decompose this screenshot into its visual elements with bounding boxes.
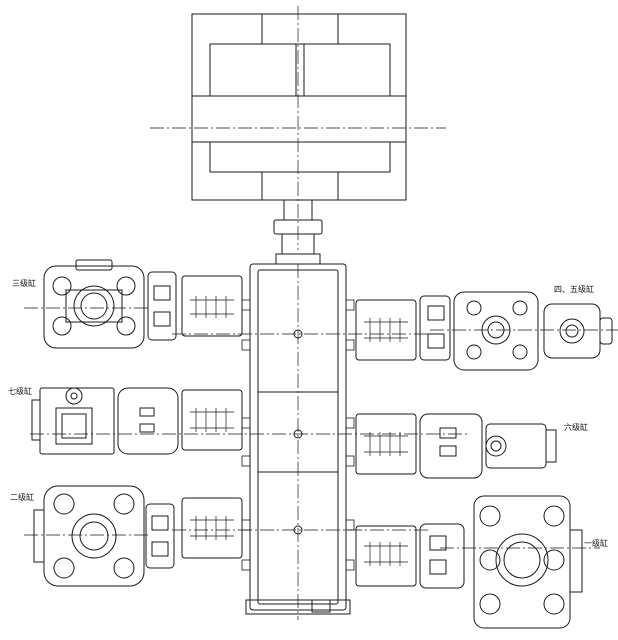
stage3-cylinder [43, 259, 177, 349]
crosshead-guides-right [355, 299, 417, 587]
label-stage3: 三级缸 [12, 278, 36, 288]
crank-centerlines [24, 264, 618, 620]
label-stage1: 一级缸 [584, 538, 608, 548]
label-stage7: 七级缸 [8, 386, 32, 396]
stage7-cylinder [31, 387, 179, 455]
stage1-cylinder [419, 495, 583, 629]
motor [191, 13, 407, 201]
label-stage45: 四、五级缸 [554, 284, 594, 294]
stage6-cylinder [419, 413, 557, 479]
label-stage6: 六级缸 [564, 422, 588, 432]
crosshead-guides-left [181, 275, 243, 559]
stage45-cylinder [419, 291, 613, 371]
motor-centerlines [150, 6, 446, 250]
coupling [273, 199, 323, 265]
stage2-cylinder [33, 485, 175, 587]
label-stage2: 二级缸 [10, 492, 34, 502]
